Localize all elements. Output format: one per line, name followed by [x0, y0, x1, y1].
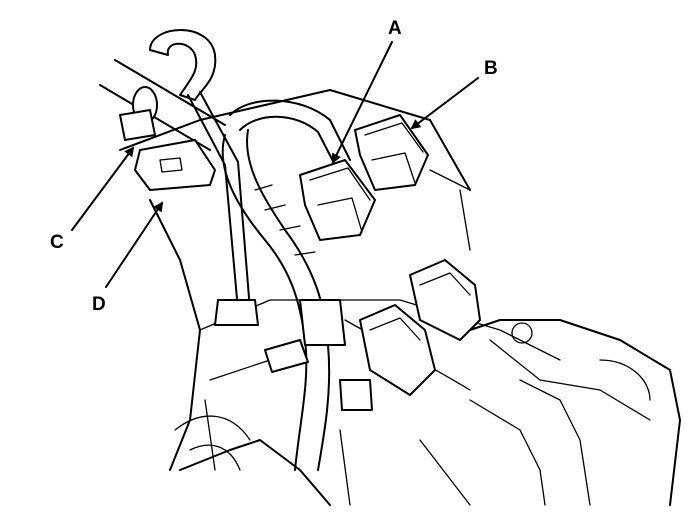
dipstick — [149, 29, 259, 326]
connector-a — [299, 159, 376, 241]
label-a: A — [388, 18, 402, 39]
wire-harness — [221, 99, 471, 471]
arrow-d — [105, 201, 164, 288]
injector-connector-lower — [359, 304, 436, 396]
label-c: C — [50, 232, 64, 253]
arrow-a — [332, 41, 393, 164]
arrow-b — [410, 77, 479, 130]
callout-arrows — [71, 41, 479, 288]
label-d: D — [92, 294, 106, 315]
connector-b — [354, 114, 429, 191]
label-b: B — [484, 58, 498, 79]
injector-connector-upper — [409, 259, 481, 341]
arrow-c — [71, 146, 135, 231]
clamp-c — [119, 109, 156, 141]
cylinder-head-cover — [469, 319, 681, 506]
bracket-d — [134, 139, 216, 191]
harness-clip — [264, 339, 373, 411]
